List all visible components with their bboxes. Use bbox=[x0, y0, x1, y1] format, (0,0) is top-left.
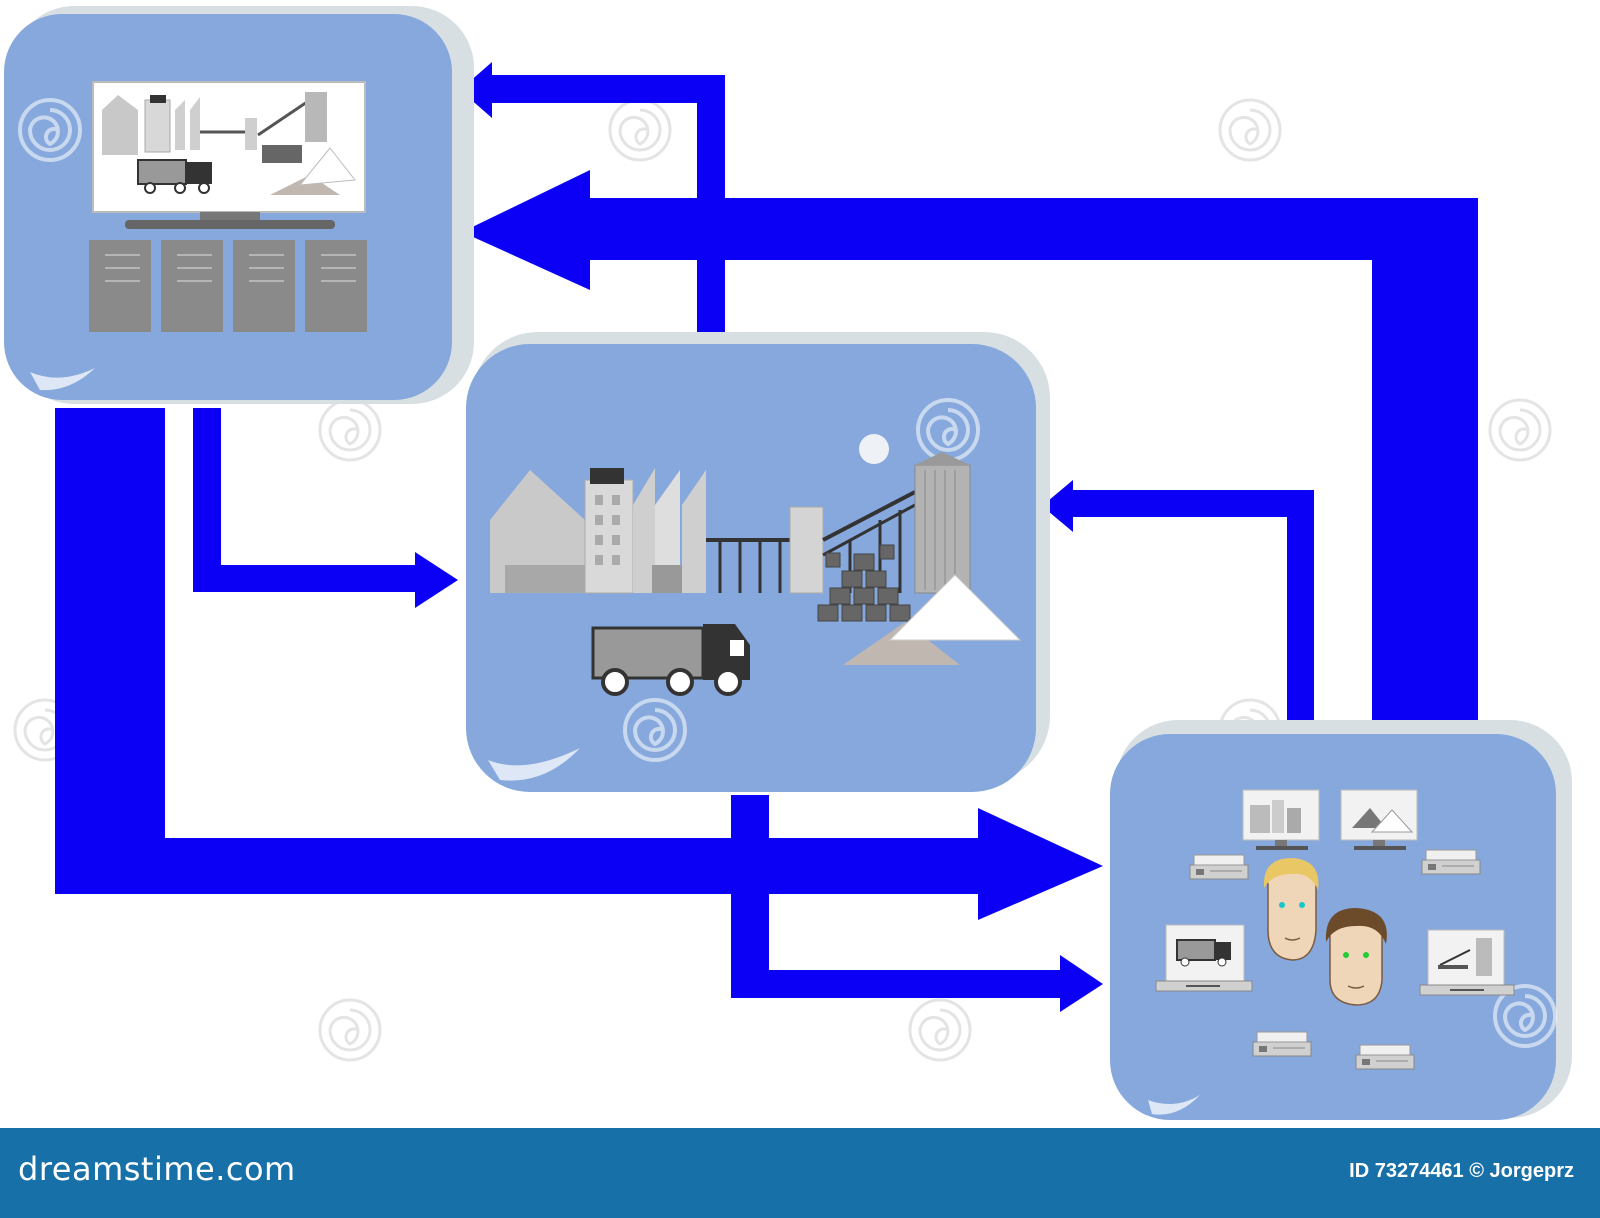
arrow-bottom-right-to-top bbox=[462, 170, 1478, 720]
stock-footer: dreamstime.com ID 73274461 © Jorgeprz bbox=[0, 1128, 1600, 1218]
laptop-icon bbox=[1419, 929, 1515, 996]
arrow-middle-to-bottom-right bbox=[731, 795, 1103, 1012]
page-curl-icon bbox=[30, 368, 95, 391]
monitor-icon bbox=[92, 81, 366, 229]
arrow-top-to-middle bbox=[193, 408, 458, 608]
truck-icon bbox=[591, 624, 750, 696]
monitor-icon bbox=[1242, 789, 1320, 850]
printer-icon bbox=[1355, 1044, 1415, 1070]
printer-icon bbox=[1189, 854, 1249, 880]
stock-id-credit: ID 73274461 © Jorgeprz bbox=[1349, 1160, 1574, 1182]
monitor-icon bbox=[1340, 789, 1418, 850]
printer-icon bbox=[1252, 1031, 1312, 1057]
page-curl-icon bbox=[1148, 1095, 1200, 1115]
person-icon bbox=[1263, 858, 1319, 961]
process-flow-diagram bbox=[4, 6, 1572, 1120]
arrow-top-to-bottom-right bbox=[55, 408, 1103, 920]
laptop-icon bbox=[1155, 924, 1253, 992]
printer-icon bbox=[1421, 849, 1481, 875]
flow-arrows bbox=[55, 62, 1478, 1012]
factory-icon bbox=[490, 452, 971, 622]
plant-panel bbox=[466, 332, 1050, 792]
arrow-bottom-right-to-middle bbox=[1042, 480, 1314, 720]
person-icon bbox=[1325, 908, 1387, 1006]
truck-icon bbox=[137, 159, 212, 194]
page-curl-icon bbox=[488, 748, 580, 781]
sun-icon bbox=[859, 434, 889, 464]
office-panel bbox=[1110, 720, 1572, 1120]
control-room-panel bbox=[4, 6, 474, 404]
gravel-pile-icon bbox=[843, 574, 1022, 665]
server-rack-icon bbox=[89, 240, 367, 332]
arrow-middle-to-top bbox=[460, 62, 725, 342]
brand-logo-text[interactable]: dreamstime.com bbox=[18, 1150, 296, 1188]
